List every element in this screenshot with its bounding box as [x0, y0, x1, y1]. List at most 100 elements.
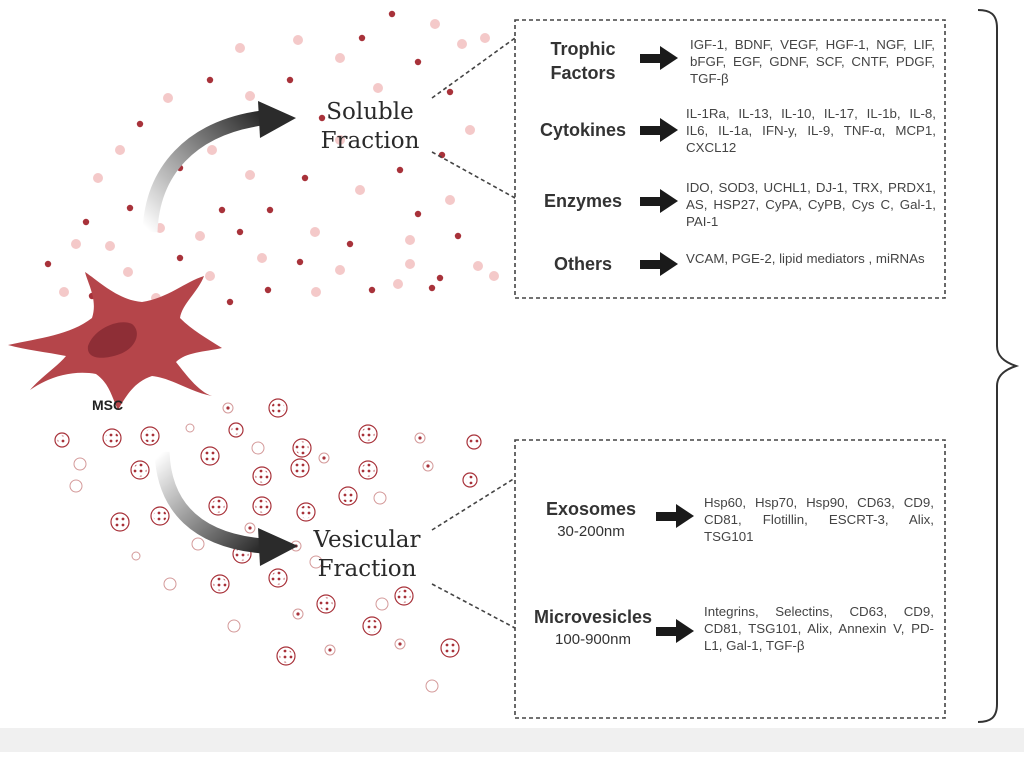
- category-trophic-factors: Trophic Factors: [527, 37, 639, 85]
- microvesicles-arrow: [656, 619, 694, 643]
- vesicle: [316, 594, 336, 614]
- vesicle: [338, 486, 358, 506]
- protein-dot-dark: [438, 151, 446, 159]
- vesicle: [150, 506, 170, 526]
- soluble-arrow: [142, 101, 296, 233]
- protein-dot-dark: [264, 286, 272, 294]
- msc-cell: [8, 272, 222, 410]
- vesicular-connector-top: [431, 477, 516, 531]
- soluble-connector-bottom: [431, 151, 516, 199]
- exosomes-size: 30-200nm: [557, 523, 625, 540]
- category-cytokines: Cytokines: [539, 120, 627, 140]
- protein-dot-light: [335, 265, 345, 275]
- vesicle: [292, 438, 312, 458]
- bottom-bar: [0, 728, 1024, 752]
- microvesicles-label: Microvesicles: [533, 607, 653, 627]
- vesicle: [54, 432, 70, 448]
- category-exosomes: Exosomes 30-200nm: [526, 497, 656, 543]
- vesicle: [414, 432, 426, 444]
- vesicle: [252, 496, 272, 516]
- vesicle: [191, 537, 205, 551]
- protein-dot-dark: [414, 210, 422, 218]
- vesicle: [268, 568, 288, 588]
- enzymes-arrow: [640, 189, 678, 213]
- protein-dot-light: [430, 19, 440, 29]
- protein-dot-dark: [388, 10, 396, 18]
- protein-dot-light: [405, 235, 415, 245]
- vesicle: [130, 460, 150, 480]
- protein-dot-dark: [318, 114, 326, 122]
- protein-dot-light: [257, 253, 267, 263]
- cytokines-list: IL-1Ra, IL-13, IL-10, IL-17, IL-1b, IL-8…: [686, 106, 936, 155]
- protein-dot-light: [245, 91, 255, 101]
- protein-dot-light: [115, 145, 125, 155]
- protein-dot-dark: [82, 218, 90, 226]
- vesicle: [362, 616, 382, 636]
- protein-dot-light: [293, 35, 303, 45]
- protein-dot-dark: [44, 260, 52, 268]
- msc-nucleus: [87, 322, 137, 358]
- trophic-arrow: [640, 46, 678, 70]
- soluble-fraction-line-2: Fraction: [320, 128, 420, 154]
- trophic-line-2: Factors: [550, 63, 616, 83]
- protein-dot-light: [235, 43, 245, 53]
- exosomes-arrow: [656, 504, 694, 528]
- trophic-factors-list: IGF-1, BDNF, VEGF, HGF-1, NGF, LIF, bFGF…: [690, 37, 935, 86]
- protein-dot-dark: [358, 34, 366, 42]
- vesicle: [222, 402, 234, 414]
- category-enzymes: Enzymes: [543, 191, 623, 211]
- vesicle: [394, 638, 406, 650]
- vesicular-fraction-line-2: Fraction: [317, 556, 417, 582]
- vesicle: [208, 496, 228, 516]
- others-arrow: [640, 252, 678, 276]
- vesicle: [69, 479, 83, 493]
- vesicle: [73, 457, 87, 471]
- vesicle: [210, 574, 230, 594]
- protein-dot-dark: [236, 228, 244, 236]
- vesicle: [163, 577, 177, 591]
- protein-dot-light: [480, 33, 490, 43]
- protein-dot-dark: [368, 286, 376, 294]
- soluble-fraction-line-1: Soluble: [326, 99, 414, 125]
- protein-dot-light: [71, 239, 81, 249]
- soluble-particles: [44, 10, 499, 306]
- vesicle: [394, 586, 414, 606]
- vesicle-particles: [54, 398, 482, 693]
- vesicle: [227, 619, 241, 633]
- microvesicles-list: Integrins, Selectins, CD63, CD9, CD81, T…: [704, 604, 934, 653]
- vesicle: [422, 460, 434, 472]
- soluble-fraction-label: Soluble Fraction: [308, 98, 432, 156]
- vesicle: [200, 446, 220, 466]
- microvesicles-size: 100-900nm: [555, 631, 631, 648]
- vesicle: [375, 597, 389, 611]
- vesicle: [462, 472, 478, 488]
- protein-dot-dark: [136, 120, 144, 128]
- trophic-line-1: Trophic: [550, 39, 616, 59]
- protein-dot-light: [335, 135, 345, 145]
- protein-dot-light: [163, 93, 173, 103]
- vesicle: [296, 502, 316, 522]
- protein-dot-light: [207, 145, 217, 155]
- soluble-connector-top: [431, 37, 516, 99]
- protein-dot-dark: [296, 258, 304, 266]
- enzymes-list: IDO, SOD3, UCHL1, DJ-1, TRX, PRDX1, AS, …: [686, 180, 936, 229]
- protein-dot-light: [465, 125, 475, 135]
- protein-dot-dark: [454, 232, 462, 240]
- vesicle: [110, 512, 130, 532]
- protein-dot-dark: [176, 254, 184, 262]
- protein-dot-light: [93, 173, 103, 183]
- protein-dot-dark: [218, 206, 226, 214]
- vesicle: [309, 555, 323, 569]
- protein-dot-light: [59, 287, 69, 297]
- protein-dot-light: [310, 227, 320, 237]
- vesicle: [251, 441, 265, 455]
- protein-dot-dark: [286, 76, 294, 84]
- protein-dot-dark: [206, 76, 214, 84]
- protein-dot-light: [393, 279, 403, 289]
- protein-dot-dark: [414, 58, 422, 66]
- msc-label: MSC: [92, 397, 124, 413]
- protein-dot-light: [489, 271, 499, 281]
- vesicular-fraction-label: Vesicular Fraction: [302, 526, 432, 584]
